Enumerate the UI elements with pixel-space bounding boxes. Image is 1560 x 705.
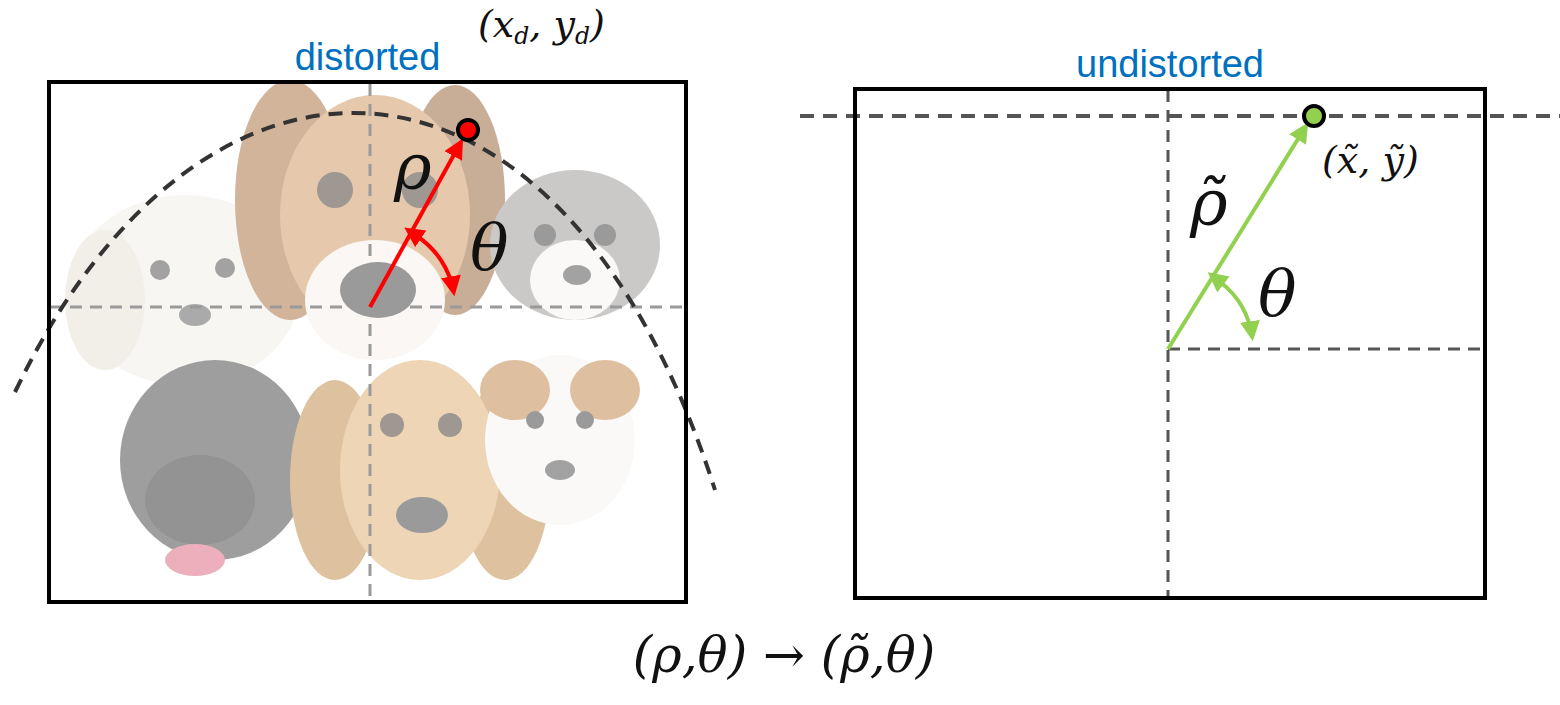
math-label: , y [529,2,575,46]
mapping-formula: (ρ,θ) → (ρ̃,θ) [4,628,1560,683]
math-label: (x̃, ỹ) [1322,138,1419,182]
point-marker [458,120,478,140]
radius-symbol: ρ̃ [1190,168,1228,238]
angle-arc [418,237,454,293]
point-coordinates: (xd, yd) [478,4,605,46]
point-coordinates: (x̃, ỹ) [1322,140,1419,182]
radius-arrow [1168,126,1306,349]
dog-photo [49,82,686,602]
point-marker [1304,106,1324,126]
math-label: ρ [394,130,432,204]
distorted-line [15,113,715,490]
undistorted-line [800,114,1560,118]
axis-line [369,84,372,600]
math-label: (x [478,2,514,46]
panel-title: distorted [295,36,441,80]
axis-line [1167,90,1170,597]
subscript: d [514,22,529,50]
axis-line [50,306,685,309]
math-label: θ [470,210,509,284]
math-label: ) [590,2,605,46]
math-label: θ [1258,256,1297,330]
radius-symbol: ρ [394,132,432,202]
panel-title: undistorted [1076,43,1264,87]
angle-symbol: θ [1258,258,1297,328]
angle-arc [1220,282,1252,337]
axis-line [1168,348,1484,351]
subscript: d [575,22,590,50]
math-label: ρ̃ [1190,166,1228,240]
image-panel: distorted [47,80,688,604]
angle-symbol: θ [470,212,509,282]
math-label: (ρ,θ) → (ρ̃,θ) [633,626,936,684]
